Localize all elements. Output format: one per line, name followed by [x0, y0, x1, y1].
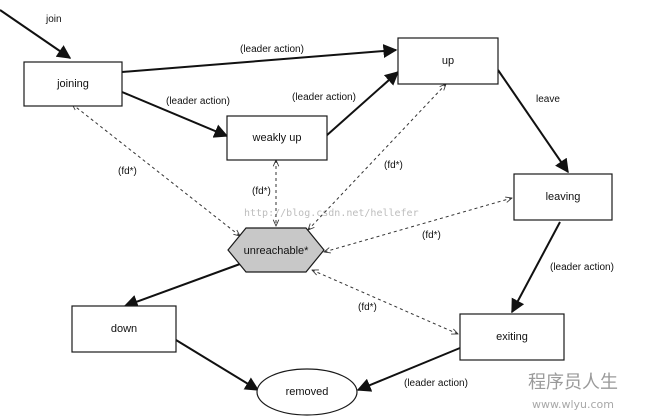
- edge-label-fd-up: (fd*): [384, 160, 403, 171]
- edge-label-joining-up: (leader action): [240, 44, 304, 55]
- edge-leaving-exiting: [511, 221, 561, 314]
- edge-fd-leaving: [324, 198, 512, 252]
- watermark-brand: 程序员人生: [528, 372, 618, 393]
- edge-label-join: join: [45, 14, 62, 25]
- node-joining: joining: [23, 61, 123, 107]
- node-joining-label: joining: [56, 78, 89, 90]
- edge-joining-up: [121, 44, 398, 73]
- node-weakly-up-label: weakly up: [252, 132, 302, 144]
- edge-label-fd-exiting: (fd*): [358, 302, 377, 313]
- node-up-label: up: [442, 55, 454, 67]
- edge-label-fd-weakly-up: (fd*): [252, 186, 271, 197]
- edge-label-fd-leaving: (fd*): [422, 230, 441, 241]
- node-up: up: [397, 37, 499, 85]
- node-leaving: leaving: [513, 173, 613, 221]
- edge-label-exiting-removed: (leader action): [404, 378, 468, 389]
- edge-down-removed: [175, 339, 260, 391]
- edge-fd-joining: [72, 104, 240, 236]
- node-down-label: down: [111, 323, 137, 335]
- node-removed-label: removed: [286, 386, 329, 398]
- edge-label-leaving-exiting: (leader action): [550, 262, 614, 273]
- edge-unreachable-down: [123, 263, 241, 309]
- watermark-url: http://blog.csdn.net/hellefer: [244, 208, 419, 219]
- node-removed: removed: [256, 368, 358, 416]
- edge-exiting-removed: [356, 347, 461, 392]
- edge-fd-exiting: [312, 269, 458, 335]
- edge-weakly-up-up: [325, 71, 400, 137]
- edge-label-weakly-up-up: (leader action): [292, 92, 356, 103]
- edge-up-leaving: [497, 69, 569, 174]
- node-exiting-label: exiting: [496, 331, 528, 343]
- node-leaving-label: leaving: [546, 191, 581, 203]
- edge-label-joining-weakly-up: (leader action): [166, 96, 230, 107]
- node-down: down: [71, 305, 177, 353]
- node-exiting: exiting: [459, 313, 565, 361]
- edge-label-fd-joining: (fd*): [118, 166, 137, 177]
- node-unreachable-label: unreachable*: [244, 245, 310, 257]
- watermark-site: www.wlyu.com: [532, 398, 614, 411]
- edge-entry-join: [0, 9, 72, 59]
- edge-label-leave: leave: [536, 94, 560, 105]
- node-unreachable: unreachable*: [227, 227, 325, 273]
- node-weakly-up: weakly up: [226, 115, 328, 161]
